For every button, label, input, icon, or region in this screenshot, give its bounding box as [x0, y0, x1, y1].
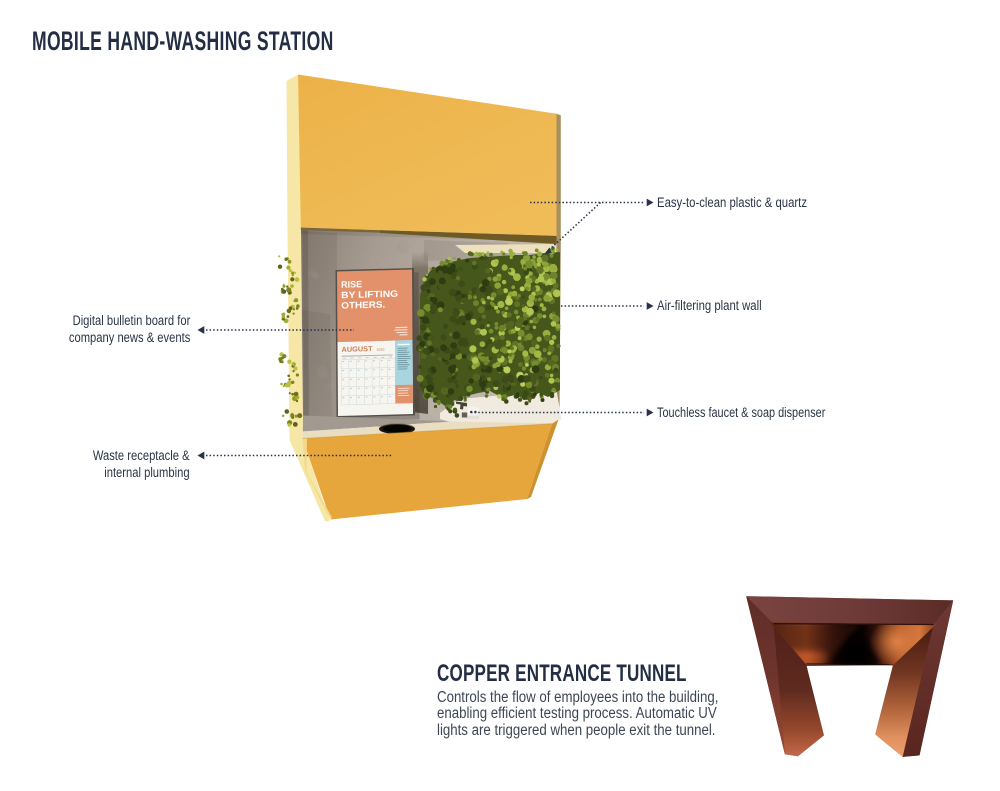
svg-text:OTHERS.: OTHERS.: [341, 299, 385, 310]
svg-text:AUGUST: AUGUST: [342, 345, 374, 354]
svg-text:BY LIFTING: BY LIFTING: [341, 289, 398, 300]
svg-text:RISE: RISE: [341, 279, 362, 290]
svg-text:2020: 2020: [377, 348, 385, 352]
